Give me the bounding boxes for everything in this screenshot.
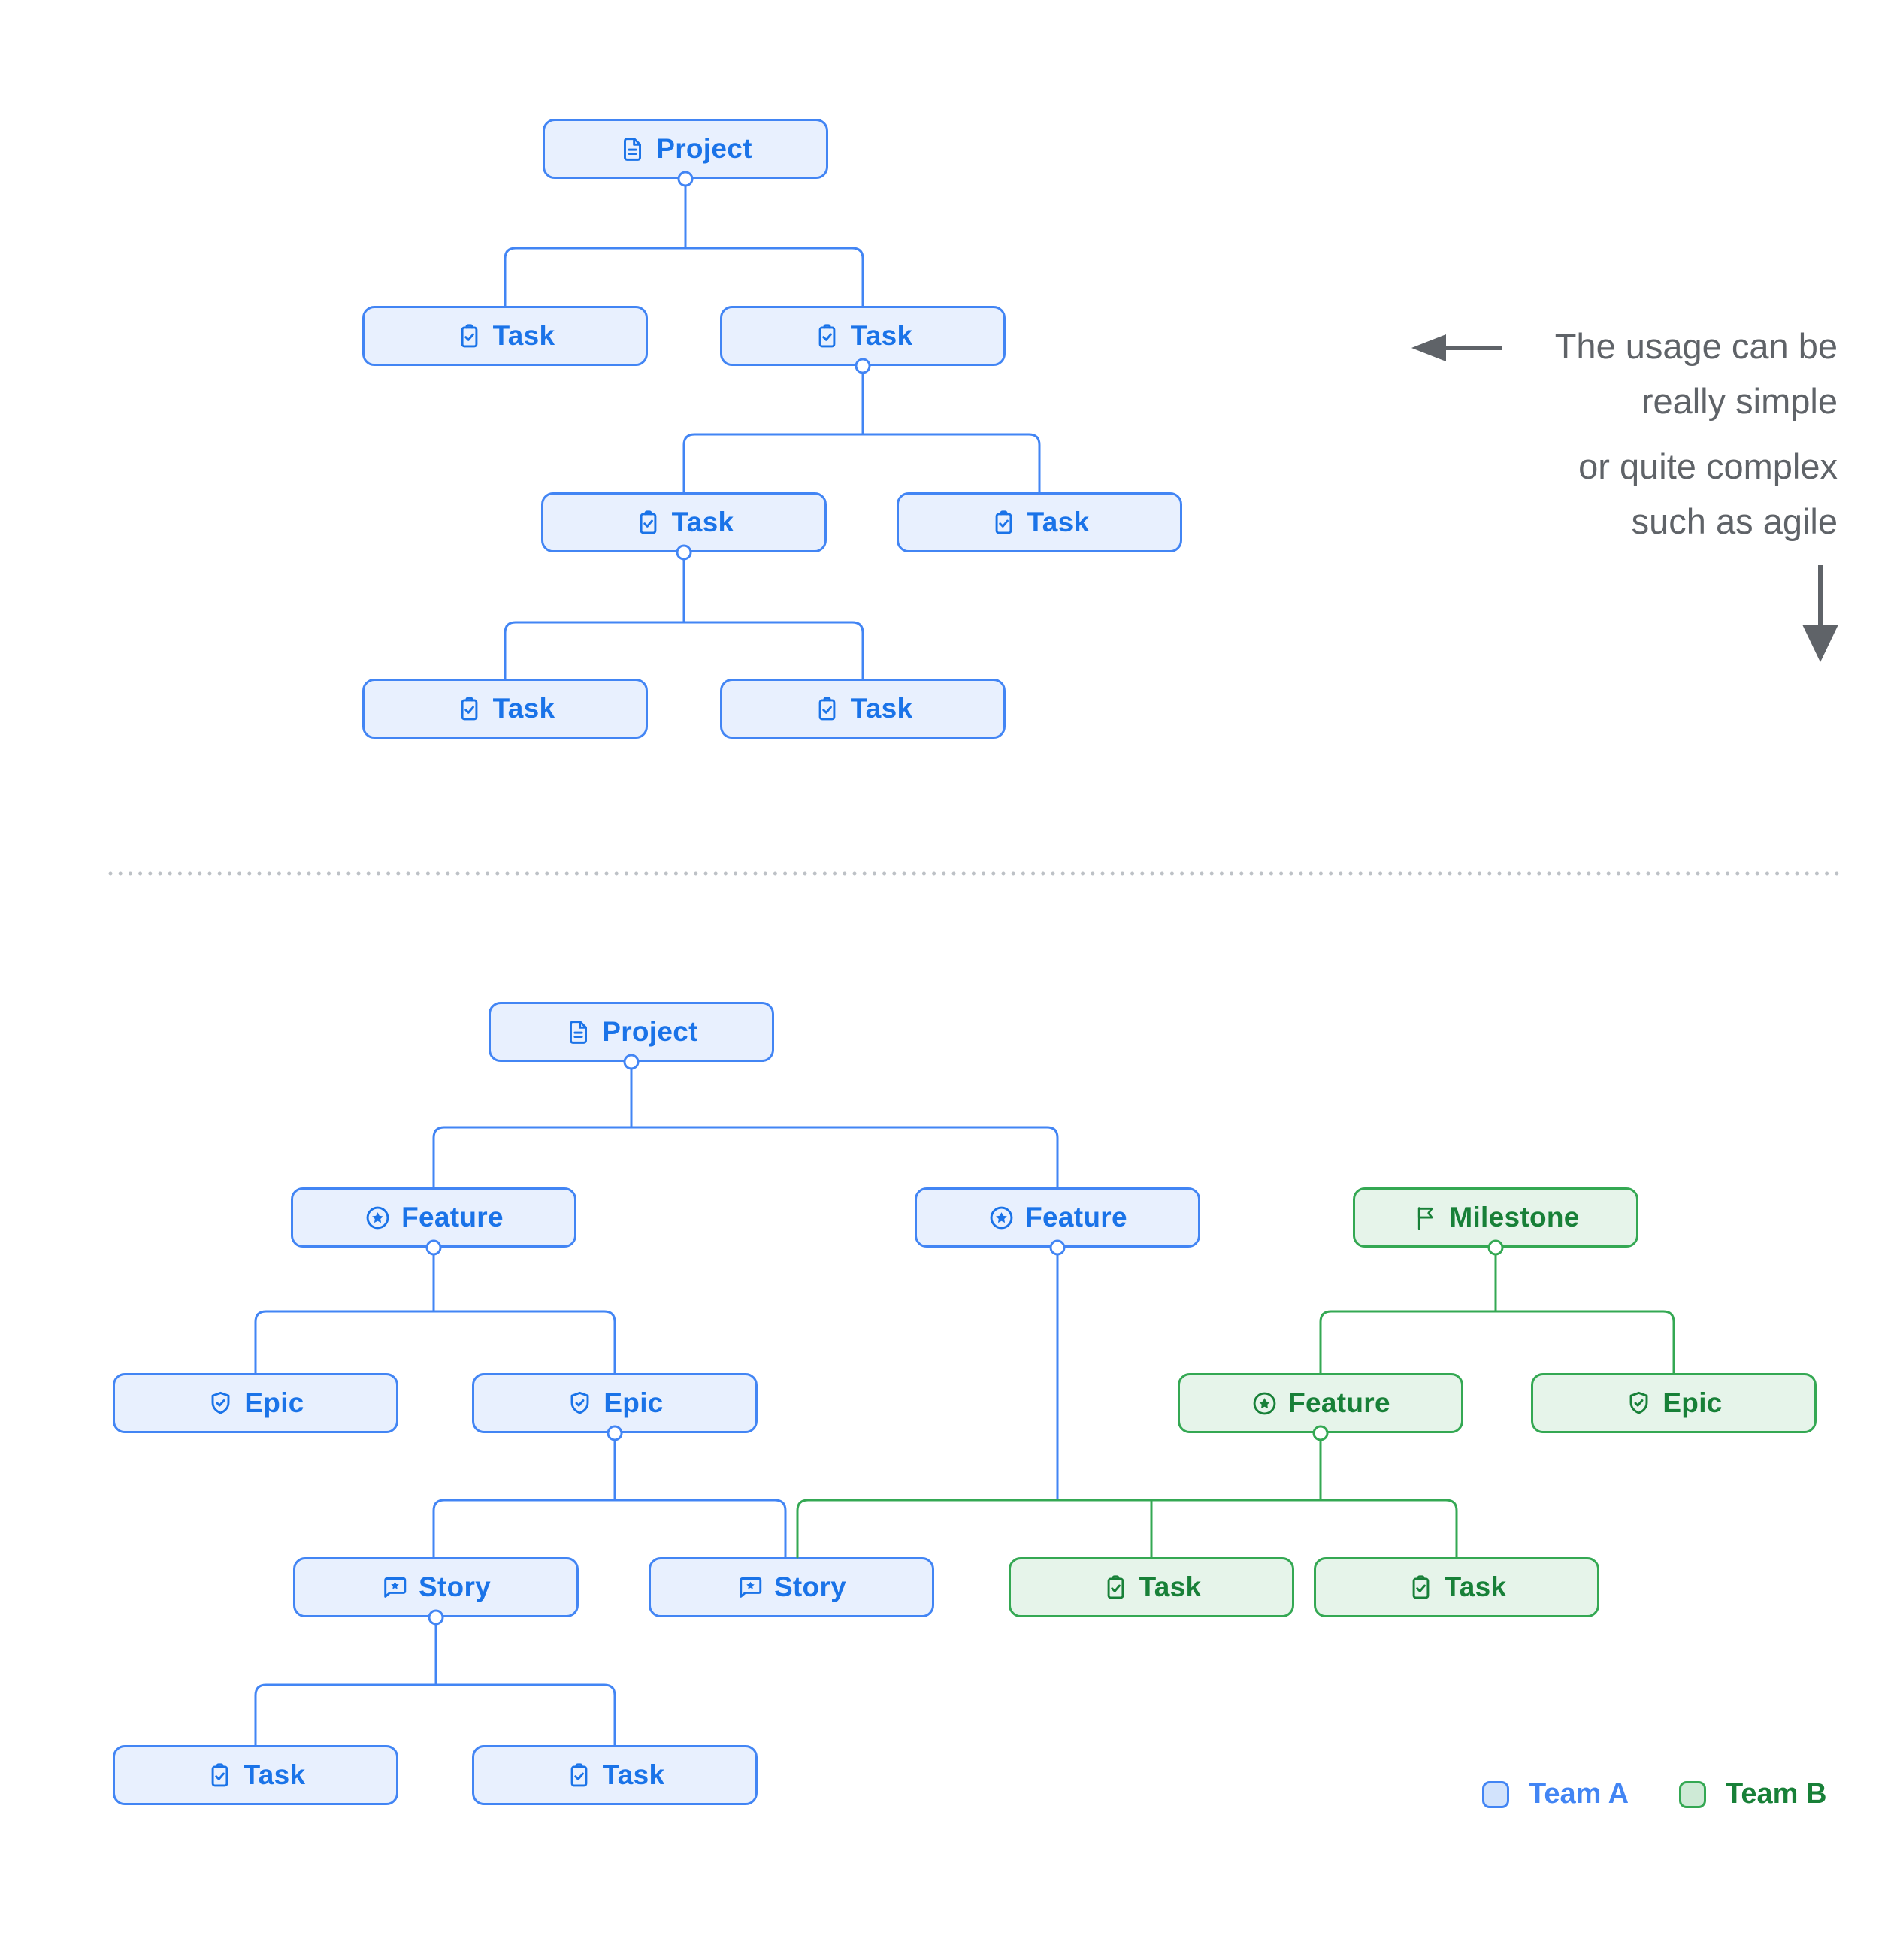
node-epic-green[interactable]: Epic — [1531, 1373, 1817, 1433]
node-label: Feature — [1025, 1202, 1127, 1233]
node-label: Task — [1139, 1571, 1202, 1602]
node-label: Story — [773, 1571, 847, 1602]
task-icon — [461, 323, 477, 347]
task-icon — [461, 696, 477, 720]
task-icon — [1107, 1574, 1124, 1599]
annotation-text: The usage can be really simple or quite … — [1555, 319, 1838, 549]
node-feature-1[interactable]: Feature — [291, 1187, 576, 1248]
node-task-simple-3[interactable]: Task — [541, 492, 827, 552]
down-arrow-icon — [1802, 565, 1838, 662]
node-label: Task — [1027, 507, 1090, 537]
team-b-swatch — [1679, 1780, 1706, 1808]
milestone-flag-icon — [1418, 1206, 1433, 1230]
node-epic-2[interactable]: Epic — [472, 1373, 758, 1433]
node-label: Task — [602, 1759, 665, 1790]
node-task-simple-4[interactable]: Task — [897, 492, 1182, 552]
task-icon — [818, 696, 835, 720]
node-label: Epic — [244, 1387, 304, 1418]
feature-icon — [366, 1206, 389, 1229]
node-task-complex-1[interactable]: Task — [113, 1745, 398, 1805]
legend-label: Team B — [1726, 1778, 1827, 1810]
node-label: Task — [850, 320, 913, 351]
node-project-simple[interactable]: Project — [543, 119, 828, 179]
legend-team-b: Team B — [1679, 1778, 1826, 1810]
node-task-simple-5[interactable]: Task — [362, 679, 648, 739]
task-icon — [640, 510, 656, 534]
node-label: Task — [850, 693, 913, 724]
story-icon — [740, 1577, 762, 1598]
team-a-swatch — [1482, 1780, 1509, 1808]
node-epic-1[interactable]: Epic — [113, 1373, 398, 1433]
node-task-green-1[interactable]: Task — [1009, 1557, 1294, 1617]
node-project-complex[interactable]: Project — [489, 1002, 774, 1062]
node-label: Task — [1444, 1571, 1507, 1602]
feature-icon — [990, 1206, 1013, 1229]
task-icon — [570, 1762, 587, 1786]
document-icon — [570, 1020, 588, 1044]
node-label: Project — [656, 133, 752, 164]
node-story-1[interactable]: Story — [293, 1557, 579, 1617]
left-arrow-icon — [1411, 334, 1502, 361]
node-milestone[interactable]: Milestone — [1353, 1187, 1638, 1248]
feature-icon — [1253, 1392, 1276, 1414]
node-task-simple-2[interactable]: Task — [720, 306, 1006, 366]
node-task-simple-1[interactable]: Task — [362, 306, 648, 366]
node-label: Feature — [401, 1202, 504, 1233]
annotation-line: really simple — [1641, 381, 1838, 421]
node-label: Epic — [604, 1387, 664, 1418]
node-label: Milestone — [1449, 1202, 1580, 1233]
node-label: Task — [492, 693, 555, 724]
epic-icon — [1629, 1391, 1648, 1414]
node-label: Project — [602, 1016, 698, 1047]
document-icon — [624, 137, 642, 161]
node-task-complex-2[interactable]: Task — [472, 1745, 758, 1805]
task-icon — [1412, 1574, 1429, 1599]
node-task-green-2[interactable]: Task — [1314, 1557, 1599, 1617]
node-label: Feature — [1288, 1387, 1390, 1418]
epic-icon — [211, 1391, 230, 1414]
node-label: Task — [243, 1759, 306, 1790]
team-a-connectors — [254, 177, 1059, 1747]
story-icon — [384, 1577, 407, 1598]
node-label: Task — [492, 320, 555, 351]
task-icon — [211, 1762, 228, 1786]
task-icon — [818, 323, 835, 347]
task-icon — [995, 510, 1012, 534]
node-task-simple-6[interactable]: Task — [720, 679, 1006, 739]
node-label: Epic — [1662, 1387, 1723, 1418]
node-story-2[interactable]: Story — [649, 1557, 934, 1617]
annotation-line: such as agile — [1631, 501, 1838, 541]
epic-icon — [570, 1391, 589, 1414]
node-label: Task — [671, 507, 734, 537]
annotation-line: or quite complex — [1578, 446, 1838, 486]
node-feature-green[interactable]: Feature — [1178, 1373, 1463, 1433]
node-feature-2[interactable]: Feature — [915, 1187, 1200, 1248]
legend-label: Team A — [1529, 1778, 1629, 1810]
legend-team-a: Team A — [1482, 1778, 1629, 1810]
annotation-line: The usage can be — [1554, 326, 1838, 366]
node-label: Story — [418, 1571, 492, 1602]
